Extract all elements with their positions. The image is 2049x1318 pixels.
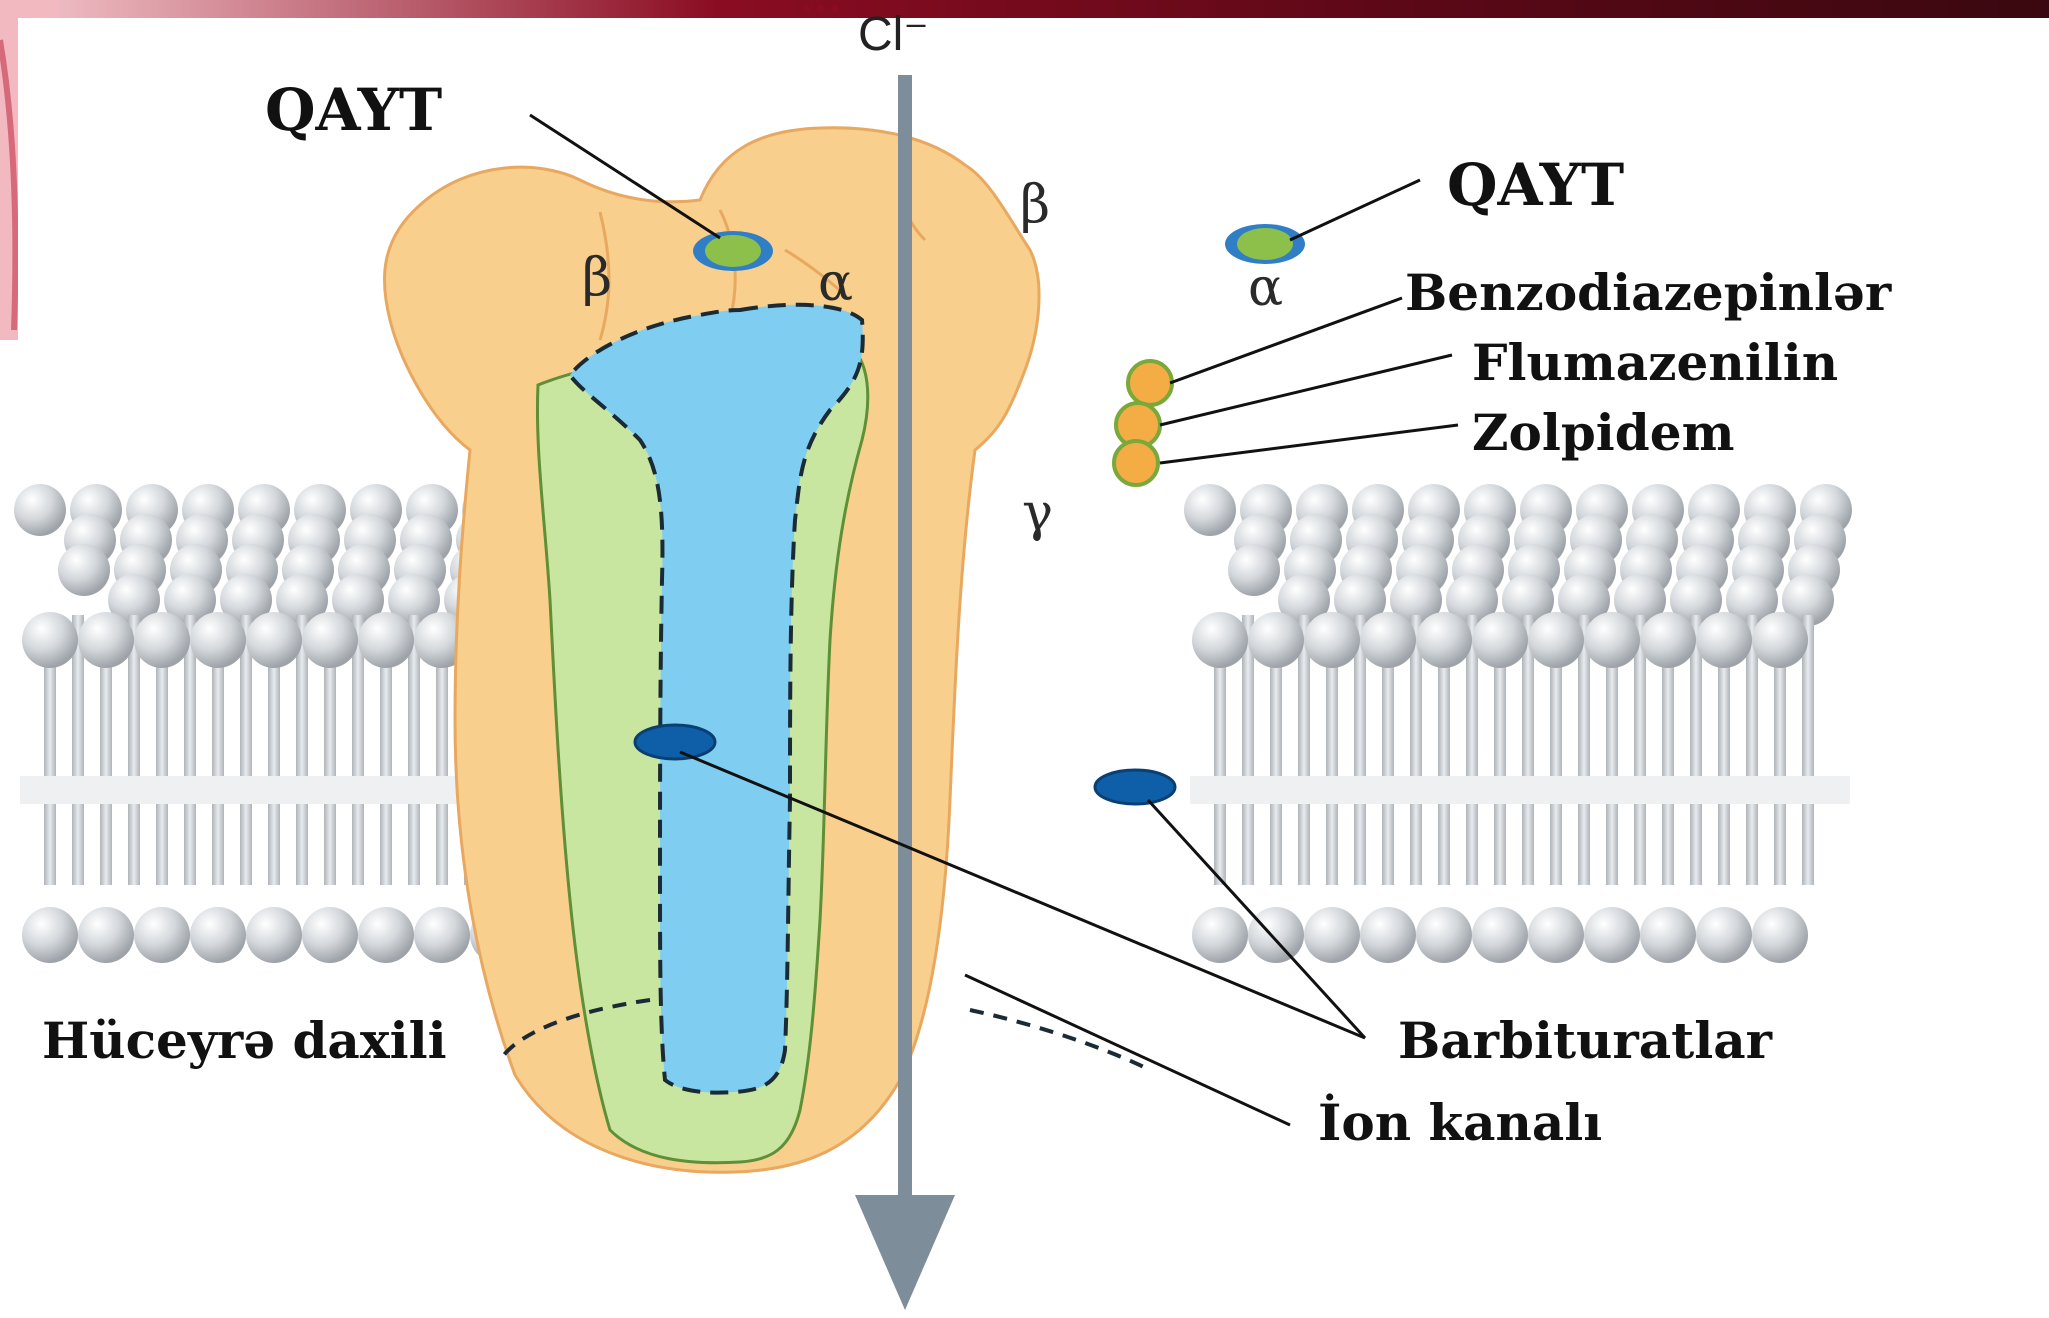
lipid-head-left xyxy=(134,612,190,668)
lipid-head-right xyxy=(1696,612,1752,668)
lipid-head-right xyxy=(1696,907,1752,963)
lipid-head-left xyxy=(78,612,134,668)
label-ion-channel: İon kanalı xyxy=(1318,1092,1602,1152)
lipid-head-left xyxy=(414,907,470,963)
subunit-gamma: γ xyxy=(1022,483,1053,543)
lipid-head-left xyxy=(190,907,246,963)
lipid-head-right xyxy=(1360,612,1416,668)
lipid-head-right xyxy=(1304,612,1360,668)
lipid-head-right xyxy=(1192,907,1248,963)
lipid-head-right xyxy=(1248,907,1304,963)
lipid-tail-left xyxy=(128,615,140,885)
header-fragment: ... xyxy=(800,0,842,22)
lipid-head-left xyxy=(14,484,66,536)
qayt-site-right xyxy=(1225,224,1305,264)
lipid-head-left xyxy=(58,544,110,596)
lipid-head-right xyxy=(1472,612,1528,668)
lipid-head-right xyxy=(1752,907,1808,963)
label-qayt-left: QAYT xyxy=(265,76,442,144)
lipid-tail-left xyxy=(408,615,420,885)
subunit-alpha-right: α xyxy=(1248,258,1283,318)
lipid-head-right xyxy=(1640,612,1696,668)
lipid-head-left xyxy=(302,612,358,668)
barbiturate-site-right xyxy=(1095,770,1175,804)
lipid-head-left xyxy=(190,612,246,668)
subunit-beta-left: β xyxy=(582,248,612,308)
lipid-head-right xyxy=(1248,612,1304,668)
lipid-head-left xyxy=(22,907,78,963)
lipid-tail-left xyxy=(240,615,252,885)
label-zolpidem: Zolpidem xyxy=(1472,403,1734,462)
lipid-head-right xyxy=(1416,907,1472,963)
lipid-tail-left xyxy=(184,615,196,885)
lipid-head-right xyxy=(1472,907,1528,963)
lipid-head-right xyxy=(1184,484,1236,536)
subunit-beta-right: β xyxy=(1020,175,1050,235)
lipid-head-right xyxy=(1528,907,1584,963)
lipid-tail-left xyxy=(72,615,84,885)
lipid-head-left xyxy=(22,612,78,668)
lipid-head-right xyxy=(1752,612,1808,668)
lipid-head-left xyxy=(358,907,414,963)
lipid-tail-right xyxy=(1634,615,1646,885)
lipid-head-left xyxy=(302,907,358,963)
lipid-head-right xyxy=(1228,544,1280,596)
lipid-tail-right xyxy=(1466,615,1478,885)
lipid-tail-right xyxy=(1802,615,1814,885)
lipid-tail-right xyxy=(1578,615,1590,885)
lipid-head-left xyxy=(78,907,134,963)
label-barbiturates: Barbituratlar xyxy=(1398,1011,1773,1070)
label-intracellular: Hüceyrə daxili xyxy=(42,1011,447,1070)
lipid-tail-right xyxy=(1522,615,1534,885)
lipid-head-left xyxy=(134,907,190,963)
ion-label: Cl⁻ xyxy=(858,8,929,61)
lipid-tail-left xyxy=(352,615,364,885)
lipid-tail-right xyxy=(1690,615,1702,885)
lipid-head-right xyxy=(1584,907,1640,963)
lipid-head-right xyxy=(1584,612,1640,668)
label-benzodiazepines: Benzodiazepinlər xyxy=(1405,263,1892,322)
lipid-head-right xyxy=(1304,907,1360,963)
lipid-head-right xyxy=(1360,907,1416,963)
label-flumazenil: Flumazenilin xyxy=(1472,333,1838,392)
lipid-head-right xyxy=(1528,612,1584,668)
lipid-tail-right xyxy=(1410,615,1422,885)
lipid-head-right xyxy=(1640,907,1696,963)
lipid-tail-right xyxy=(1746,615,1758,885)
membrane-midline-right xyxy=(1190,776,1850,804)
lipid-head-left xyxy=(358,612,414,668)
lipid-head-right xyxy=(1192,612,1248,668)
lipid-tail-left xyxy=(296,615,308,885)
lipid-head-left xyxy=(246,612,302,668)
qayt-site-left xyxy=(693,231,773,271)
barbiturate-site-left xyxy=(635,725,715,759)
lipid-head-right xyxy=(1416,612,1472,668)
lipid-tail-right xyxy=(1354,615,1366,885)
subunit-alpha-left: α xyxy=(818,253,853,313)
lipid-head-left xyxy=(246,907,302,963)
label-qayt-right: QAYT xyxy=(1447,151,1624,219)
lipid-tail-right xyxy=(1298,615,1310,885)
lipid-tail-right xyxy=(1242,615,1254,885)
